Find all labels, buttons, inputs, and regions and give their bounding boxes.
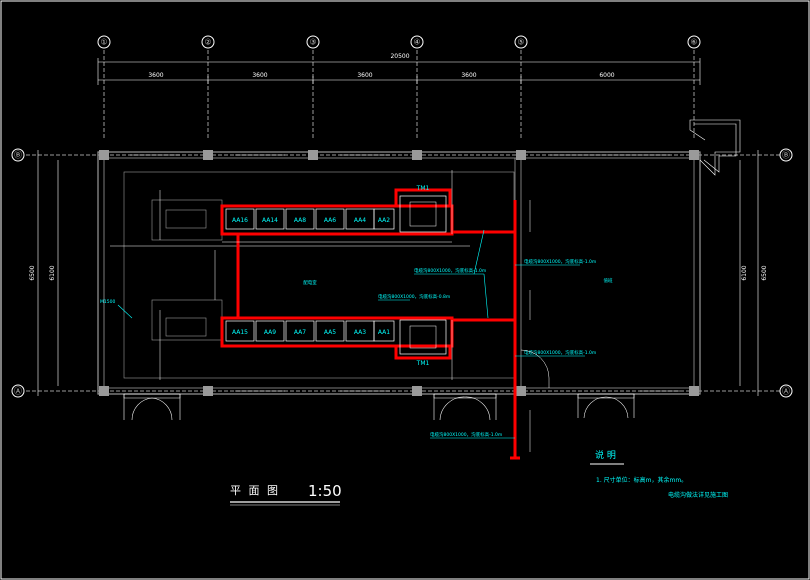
cabinet-aa3: AA3 [354,329,366,336]
cabinet-aa9: AA9 [264,329,276,336]
annotation-door: M1500 [100,299,115,305]
column-axes: ① ② ③ ④ ⑤ ⑥ [97,35,701,140]
side-dimensions: 6500 6100 6500 6100 [29,150,768,396]
column-axis-2: ② [204,38,211,47]
column-axis-3: ③ [309,38,316,47]
dimension-height-outer: 6500 [29,265,36,280]
column-axis-1: ① [100,38,107,47]
transformers: TM1 TM1 [399,185,447,367]
annotation-trench-1: 电缆沟800X1000，沟底标高-1.0m [414,267,486,274]
annotation-room: 配电室 [303,279,317,286]
drawing-title: 平 面 图 [230,484,280,497]
cabinet-aa14: AA14 [262,217,278,224]
row-axis-a-left: Ⓐ [14,387,22,396]
dimension-span-4: 3600 [461,72,476,79]
annotation-trench-2: 电缆沟800X1000，沟底标高-1.0m [524,258,596,265]
trench-annotations: 电缆沟800X1000，沟底标高-1.0m 电缆沟800X1000，沟底标高-1… [100,229,613,439]
doors [123,349,635,421]
switchgear-cabinets: AA16 AA14 AA8 AA6 AA4 AA2 AA15 AA9 AA7 A… [225,208,395,342]
notes-line-1: 1. 尺寸单位：标高m，其余mm。 [596,476,687,484]
transformer-label-bottom: TM1 [416,360,430,367]
row-axis-b-left: Ⓑ [14,151,22,160]
column-axis-5: ⑤ [517,38,524,47]
row-axis-a-right: Ⓐ [782,387,790,396]
cabinet-aa5: AA5 [324,329,336,336]
notes-line-2: 电缆沟做法详见施工图 [668,491,728,499]
transformer-label-top: TM1 [416,185,430,192]
drawing-title-block: 平 面 图 1:50 [230,482,342,506]
dimension-height-outer-right: 6500 [761,265,768,280]
annotation-trench-4: 电缆沟800X1000，沟底标高-1.0m [430,431,502,438]
cabinet-aa16: AA16 [232,217,248,224]
row-axis-b-right: Ⓑ [782,151,790,160]
dimension-span-2: 3600 [252,72,267,79]
dimension-height-inner-right: 6100 [741,265,748,280]
dimension-span-5: 6000 [599,72,614,79]
dimension-total: 20500 [390,53,409,60]
dimension-span-3: 3600 [357,72,372,79]
structural-columns [99,150,699,396]
cabinet-aa1: AA1 [378,329,390,336]
drawing-scale: 1:50 [308,482,342,500]
dimension-span-1: 3600 [148,72,163,79]
cabinet-aa4: AA4 [354,217,366,224]
top-dimensions: 20500 3600 3600 3600 3600 6000 [97,53,701,85]
dimension-height-inner: 6100 [49,265,56,280]
cabinet-aa8: AA8 [294,217,306,224]
row-axes: Ⓑ Ⓐ Ⓑ Ⓐ [11,148,793,398]
cable-trench [220,188,520,460]
annotation-room-right: 值班 [604,277,613,284]
annotation-trench-3: 电缆沟800X1000，沟底标高-1.0m [524,349,596,356]
cabinet-aa15: AA15 [232,329,248,336]
exhaust-duct [689,119,741,176]
notes-heading: 说 明 [595,449,616,461]
cabinet-aa2: AA2 [378,217,390,224]
cabinet-aa6: AA6 [324,217,336,224]
notes-block: 说 明 1. 尺寸单位：标高m，其余mm。 电缆沟做法详见施工图 [590,449,728,499]
annotation-pit: 电缆沟800X1000，沟底标高-0.8m [378,293,450,300]
cabinet-aa7: AA7 [294,329,306,336]
inner-dimension-ticks [159,170,531,452]
column-axis-6: ⑥ [690,38,697,47]
column-axis-4: ④ [413,38,420,47]
